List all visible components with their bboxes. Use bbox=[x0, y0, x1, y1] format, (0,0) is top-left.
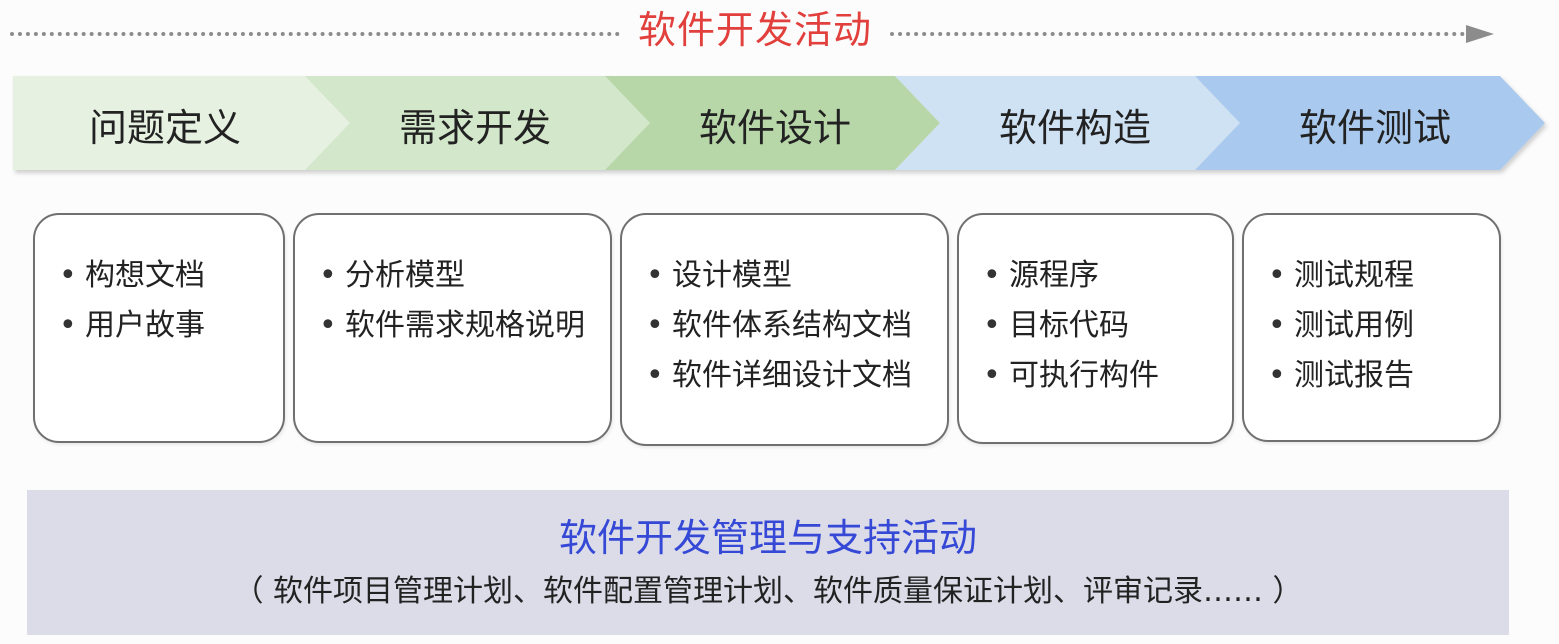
bullet-icon: • bbox=[1268, 308, 1286, 343]
stage-label-design: 软件设计 bbox=[698, 106, 851, 150]
list-item: •可执行构件 bbox=[959, 351, 1232, 401]
chevron-problem-definition bbox=[13, 76, 350, 170]
stage-chevrons bbox=[13, 76, 1545, 170]
list-item: •软件详细设计文档 bbox=[622, 351, 947, 401]
list-item: •测试报告 bbox=[1244, 351, 1499, 401]
bullet-icon: • bbox=[1268, 258, 1286, 293]
activity-timeline: 软件开发活动 bbox=[0, 0, 1559, 70]
bullet-icon: • bbox=[319, 308, 337, 343]
bullet-icon: • bbox=[1268, 358, 1286, 393]
list-item: •软件体系结构文档 bbox=[622, 301, 947, 351]
list-item: •软件需求规格说明 bbox=[295, 301, 610, 351]
support-title: 软件开发管理与支持活动 bbox=[558, 516, 977, 560]
list-item: •设计模型 bbox=[622, 251, 947, 301]
list-item: •用户故事 bbox=[35, 301, 283, 351]
list-item: •测试用例 bbox=[1244, 301, 1499, 351]
chevron-testing bbox=[1195, 76, 1545, 170]
bullet-icon: • bbox=[59, 308, 77, 343]
artifact-box-design: •设计模型 •软件体系结构文档 •软件详细设计文档 bbox=[620, 213, 949, 446]
timeline-dotted-line-right bbox=[890, 32, 1465, 36]
list-item: •分析模型 bbox=[295, 251, 610, 301]
support-activities-panel: 软件开发管理与支持活动 （ 软件项目管理计划、软件配置管理计划、软件质量保证计划… bbox=[27, 490, 1509, 635]
stage-label-requirements: 需求开发 bbox=[398, 106, 551, 150]
stage-label-problem-definition: 问题定义 bbox=[88, 106, 241, 150]
bullet-icon: • bbox=[983, 258, 1001, 293]
bullet-icon: • bbox=[983, 358, 1001, 393]
artifact-box-problem-definition: •构想文档 •用户故事 bbox=[33, 213, 285, 443]
list-item: •测试规程 bbox=[1244, 251, 1499, 301]
stage-label-testing: 软件测试 bbox=[1298, 106, 1451, 150]
timeline-title: 软件开发活动 bbox=[637, 8, 872, 52]
bullet-icon: • bbox=[983, 308, 1001, 343]
artifact-box-testing: •测试规程 •测试用例 •测试报告 bbox=[1242, 213, 1501, 442]
list-item: •目标代码 bbox=[959, 301, 1232, 351]
artifact-box-requirements: •分析模型 •软件需求规格说明 bbox=[293, 213, 612, 443]
chevron-construction bbox=[895, 76, 1240, 170]
artifact-box-construction: •源程序 •目标代码 •可执行构件 bbox=[957, 213, 1234, 444]
bullet-icon: • bbox=[646, 258, 664, 293]
timeline-dotted-line-left bbox=[10, 32, 620, 36]
timeline-arrow-icon bbox=[1466, 25, 1494, 43]
chevron-design bbox=[605, 76, 940, 170]
support-subtitle: （ 软件项目管理计划、软件配置管理计划、软件质量保证计划、评审记录…… ） bbox=[233, 574, 1303, 609]
stage-label-construction: 软件构造 bbox=[998, 106, 1151, 150]
bullet-icon: • bbox=[646, 358, 664, 393]
bullet-icon: • bbox=[646, 308, 664, 343]
chevron-requirements bbox=[305, 76, 650, 170]
list-item: •构想文档 bbox=[35, 251, 283, 301]
list-item: •源程序 bbox=[959, 251, 1232, 301]
bullet-icon: • bbox=[59, 258, 77, 293]
bullet-icon: • bbox=[319, 258, 337, 293]
